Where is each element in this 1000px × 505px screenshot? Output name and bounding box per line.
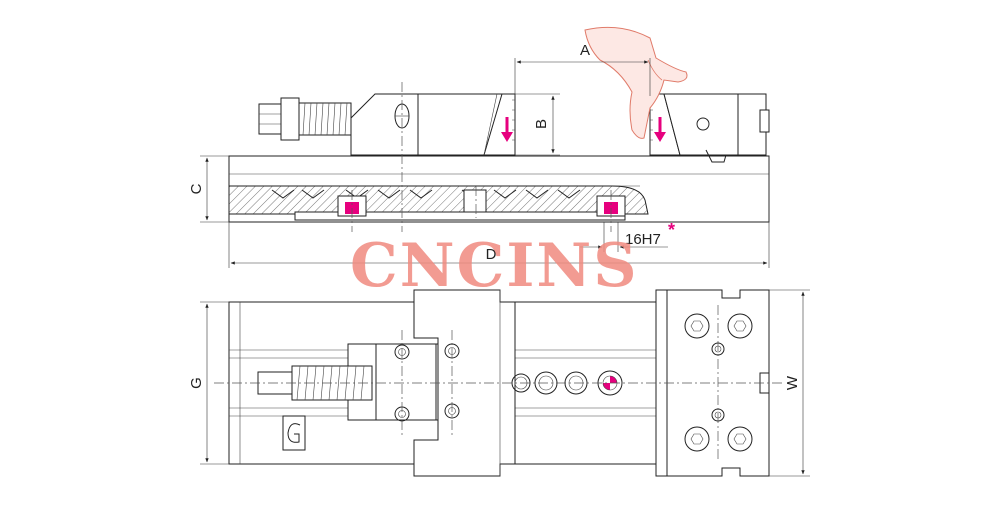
- hand-icon: [584, 26, 688, 139]
- dimension-label-b: B: [533, 119, 550, 129]
- dimension-label-c: C: [188, 183, 205, 194]
- section-hatch: [228, 185, 649, 215]
- side-view: [228, 26, 770, 232]
- svg-text:CNCINS: CNCINS: [350, 231, 639, 301]
- socket-screw: [684, 313, 753, 452]
- dimension-label-d: D: [486, 246, 497, 263]
- down-arrow-icon: [501, 117, 513, 142]
- dimension-c: C: [188, 155, 229, 223]
- dimension-label-w: W: [784, 375, 801, 390]
- dimension-a: A: [514, 42, 651, 96]
- dimension-w: W: [769, 289, 810, 477]
- down-arrow-icon: [654, 117, 666, 142]
- g-logo-icon: [282, 415, 306, 451]
- screw-spring: [298, 102, 352, 136]
- hex-nut: [258, 103, 282, 135]
- dimension-d: D: [228, 156, 770, 268]
- dimension-label-a: A: [580, 42, 590, 59]
- watermark: CNCINS: [350, 231, 639, 301]
- dimension-slot: 16H7 *: [580, 220, 675, 252]
- watermark-text: CNCINS: [350, 231, 639, 301]
- slot-asterisk: *: [668, 220, 675, 240]
- top-view: [214, 289, 784, 477]
- dimension-label-g: G: [188, 377, 205, 389]
- dimension-b: B: [515, 93, 560, 156]
- movable-jaw: [350, 93, 419, 156]
- dimension-label-slot: 16H7: [625, 231, 661, 248]
- dimension-g: G: [188, 301, 229, 465]
